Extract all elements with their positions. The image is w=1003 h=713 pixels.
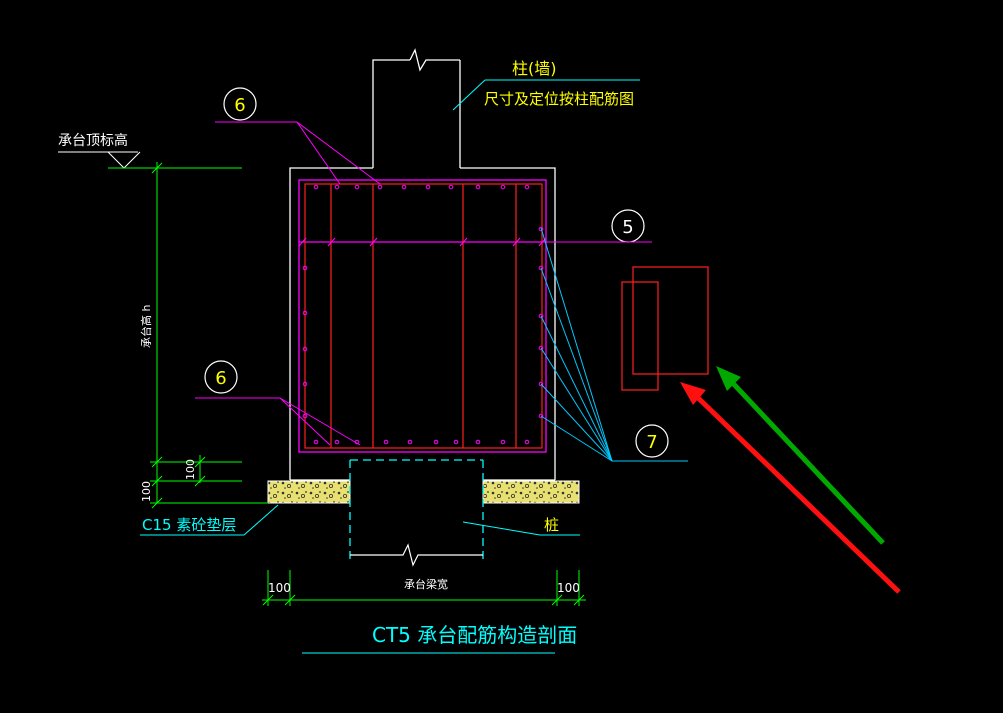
pile-label: 桩 xyxy=(544,516,559,534)
rebar-dot xyxy=(538,313,544,319)
rebar-dot xyxy=(334,184,340,190)
rebar-dot xyxy=(313,184,319,190)
rebar-dot xyxy=(524,439,530,445)
rebar-dots xyxy=(302,184,544,445)
rebar-dot xyxy=(302,346,308,352)
marker-5-text: 5 xyxy=(622,217,633,238)
rebar-dot xyxy=(383,439,389,445)
rebar-dot xyxy=(475,439,481,445)
pile-cap-outline xyxy=(289,167,556,481)
rebar-dot xyxy=(313,439,319,445)
marker-6-bottom: 6 xyxy=(195,360,361,446)
column-leader xyxy=(452,79,640,111)
rebar-dot xyxy=(377,184,383,190)
rebar-dot xyxy=(538,413,544,419)
dim-100-vertical: 100 xyxy=(184,459,197,480)
marker-5: 5 xyxy=(546,209,652,243)
marker-6-top: 6 xyxy=(215,87,381,185)
rebar-dot xyxy=(500,439,506,445)
rebar-dot xyxy=(407,439,413,445)
rebar-dot xyxy=(538,226,544,232)
pile-break-line xyxy=(350,543,483,567)
dim-100-vertical-2: 100 xyxy=(140,481,153,502)
rebar-dot xyxy=(334,439,340,445)
marker-6-top-text: 6 xyxy=(234,95,245,116)
rebar-lines xyxy=(304,183,543,449)
cushion-leader xyxy=(140,504,279,536)
rebar-dot xyxy=(453,439,459,445)
elevation-mark: 承台顶标高 xyxy=(58,132,242,169)
rebar-dot xyxy=(354,184,360,190)
rebar-dot xyxy=(302,265,308,271)
rebar-dot xyxy=(302,413,308,419)
rebar-dot xyxy=(302,310,308,316)
rebar-dot xyxy=(538,381,544,387)
rebar-ticks xyxy=(298,237,547,247)
detail-rectangles xyxy=(621,266,709,391)
marker-7-text: 7 xyxy=(646,432,657,453)
rebar-dot xyxy=(401,184,407,190)
rebar-dot xyxy=(425,184,431,190)
drawing-title: CT5 承台配筋构造剖面 xyxy=(372,623,577,647)
marker-7: 7 xyxy=(540,227,688,462)
cap-beam-width-label: 承台梁宽 xyxy=(404,577,448,591)
green-arrow xyxy=(716,366,885,545)
pile-outline xyxy=(349,459,484,562)
dim-100-left: 100 xyxy=(268,581,291,595)
stirrup-outer xyxy=(298,179,547,453)
dim-100-right: 100 xyxy=(557,581,580,595)
rebar-dot xyxy=(448,184,454,190)
cushion-label: C15 素砼垫层 xyxy=(142,516,236,534)
vertical-dimensions xyxy=(150,162,268,509)
rebar-dot xyxy=(538,345,544,351)
column-outline xyxy=(372,48,461,168)
horizontal-dimensions xyxy=(262,570,586,606)
rebar-dot xyxy=(302,381,308,387)
pile-leader xyxy=(462,521,580,536)
cap-height-label: 承台高 h xyxy=(139,305,153,348)
column-note-label: 尺寸及定位按柱配筋图 xyxy=(484,90,634,108)
rebar-dot xyxy=(475,184,481,190)
red-arrow xyxy=(680,382,901,594)
rebar-dot xyxy=(538,265,544,271)
rebar-dot xyxy=(500,184,506,190)
column-wall-label: 柱(墙) xyxy=(512,59,557,78)
cushion-layer xyxy=(267,480,580,504)
marker-6-bottom-text: 6 xyxy=(215,368,226,389)
rebar-dot xyxy=(524,184,530,190)
top-elevation-label: 承台顶标高 xyxy=(58,132,128,149)
rebar-dot xyxy=(433,439,439,445)
